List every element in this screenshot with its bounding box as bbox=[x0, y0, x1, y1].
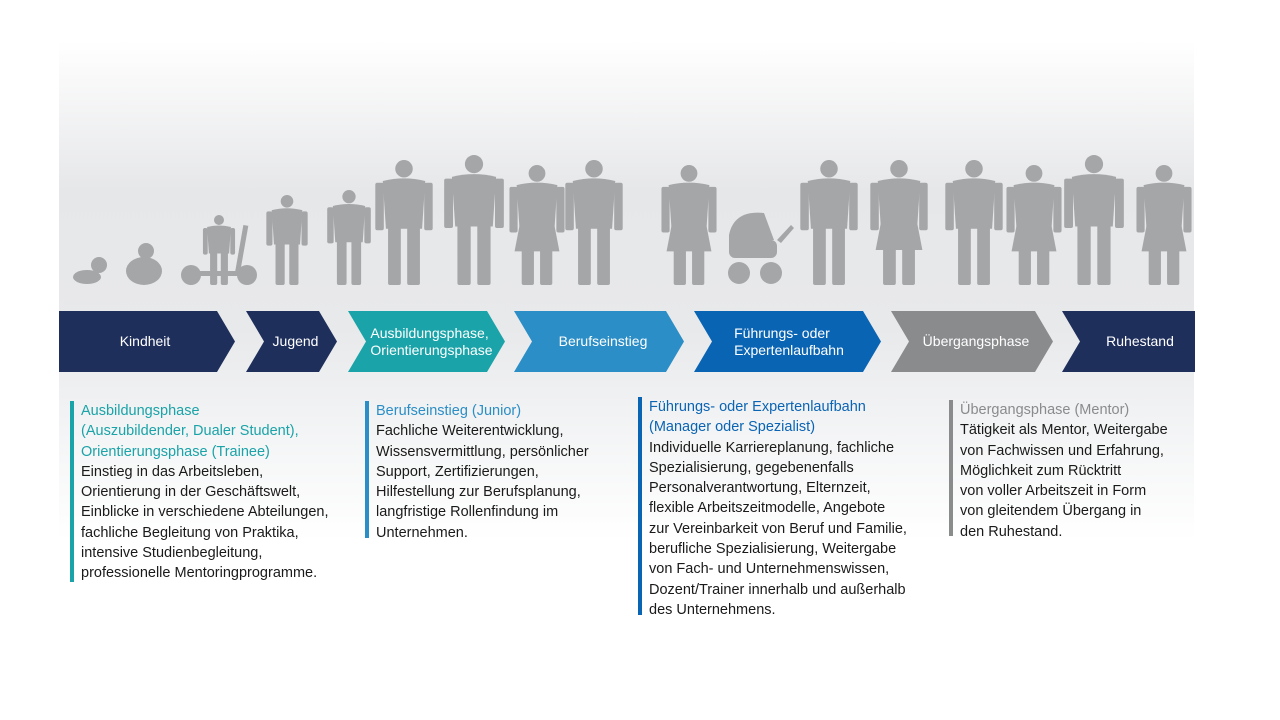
background-band bbox=[59, 40, 1194, 540]
phase-jugend: Jugend bbox=[254, 311, 337, 372]
column-uebergang: Übergangsphase (Mentor) Tätigkeit als Me… bbox=[949, 400, 1200, 540]
column-heading: Führungs- oder Expertenlaufbahn (Manager… bbox=[649, 399, 866, 436]
pregnant-woman-silhouette bbox=[661, 165, 717, 285]
man-silhouette bbox=[565, 160, 623, 285]
column-heading: Übergangsphase (Mentor) bbox=[960, 402, 1130, 418]
phase-label: Berufseinstieg bbox=[558, 333, 648, 349]
column-heading: Berufseinstieg (Junior) bbox=[376, 403, 522, 419]
phase-fuehrung: Führungs- oder Expertenlaufbahn bbox=[704, 311, 874, 372]
phase-berufseinstieg: Berufseinstieg bbox=[524, 311, 682, 372]
senior-woman-silhouette bbox=[1136, 165, 1192, 285]
phase-ruhestand: Ruhestand bbox=[1074, 311, 1206, 372]
kid-silhouette bbox=[327, 190, 371, 285]
older-woman-silhouette bbox=[1006, 165, 1062, 285]
phase-uebergang: Übergangsphase bbox=[901, 311, 1051, 372]
toddler-silhouette bbox=[126, 243, 162, 285]
young-woman-silhouette bbox=[509, 165, 565, 285]
child-silhouette bbox=[266, 195, 308, 285]
arrow-shape-kindheit bbox=[59, 311, 235, 372]
column-body: Tätigkeit als Mentor, Weitergabe von Fac… bbox=[960, 422, 1168, 540]
arrow-shape-jugend bbox=[246, 311, 337, 372]
phase-label: Führungs- oder Expertenlaufbahn bbox=[734, 324, 844, 358]
older-man-silhouette bbox=[1064, 155, 1124, 285]
life-stage-silhouettes bbox=[59, 150, 1194, 290]
businessman-silhouette bbox=[800, 160, 858, 285]
column-body: Einstieg in das Arbeitsleben, Orientieru… bbox=[81, 463, 329, 582]
column-berufseinstieg: Berufseinstieg (Junior) Fachliche Weiter… bbox=[365, 401, 626, 541]
woman-with-child-silhouette bbox=[870, 160, 928, 285]
arrow-shape-fuehrung bbox=[694, 311, 881, 372]
phase-label: Ausbildungsphase, Orientierungsphase bbox=[370, 324, 493, 358]
phase-label: Kindheit bbox=[119, 333, 171, 349]
manager-silhouette bbox=[945, 160, 1003, 285]
arrow-shape-berufseinstieg bbox=[514, 311, 684, 372]
scooter-child-silhouette bbox=[181, 215, 257, 285]
column-heading: Ausbildungsphase (Auszubildender, Dualer… bbox=[81, 403, 299, 460]
phase-kindheit: Kindheit bbox=[59, 311, 231, 372]
phase-label: Übergangsphase bbox=[922, 333, 1030, 349]
column-body: Individuelle Karriereplanung, fachliche … bbox=[649, 439, 907, 618]
column-ausbildung: Ausbildungsphase (Auszubildender, Dualer… bbox=[70, 401, 361, 582]
arrow-shape-ausbildung bbox=[348, 311, 505, 372]
column-body: Fachliche Weiterentwicklung, Wissensverm… bbox=[376, 423, 589, 541]
stroller-silhouette bbox=[728, 212, 794, 284]
teen-silhouette bbox=[375, 160, 433, 285]
baby-silhouette bbox=[73, 257, 107, 284]
phase-label: Ruhestand bbox=[1106, 333, 1174, 349]
column-fuehrung: Führungs- oder Expertenlaufbahn (Manager… bbox=[638, 397, 939, 618]
young-man-silhouette bbox=[444, 155, 504, 285]
arrow-shape-uebergang bbox=[891, 311, 1053, 372]
phase-ausbildung: Ausbildungsphase, Orientierungsphase bbox=[359, 311, 504, 372]
arrow-shape-ruhestand bbox=[1062, 311, 1195, 372]
phase-label: Jugend bbox=[272, 333, 319, 349]
phase-arrow-bar: Kindheit Jugend Ausbildungsphase, Orient… bbox=[59, 311, 1195, 372]
